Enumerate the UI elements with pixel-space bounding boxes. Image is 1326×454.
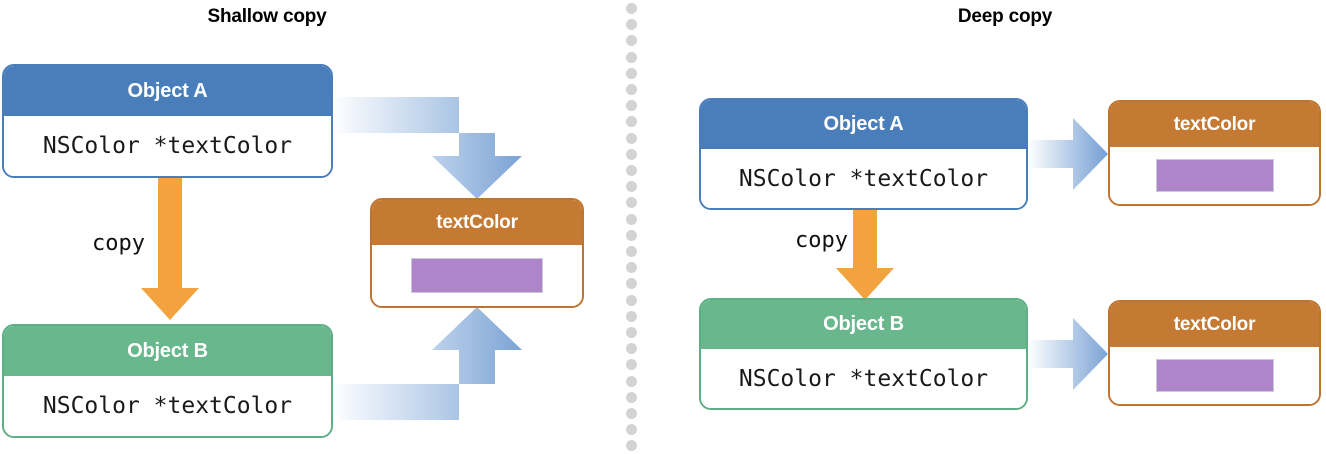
divider-dot — [626, 52, 637, 63]
shallow-object-b-title: Object B — [4, 326, 331, 376]
divider-dot — [626, 424, 637, 435]
deep-color-swatch-b — [1155, 359, 1274, 392]
dotted-divider-icon — [626, 0, 637, 454]
deep-color-swatch-a — [1155, 159, 1274, 192]
panel-title-shallow-copy: Shallow copy — [207, 6, 327, 27]
divider-dot — [626, 246, 637, 257]
divider-dot — [626, 214, 637, 225]
divider-dot — [626, 262, 637, 273]
divider-dot — [626, 359, 637, 370]
divider-dot — [626, 19, 637, 30]
deep-object-a-body: NSColor *textColor — [701, 149, 1026, 208]
divider-dot — [626, 327, 637, 338]
deep-object-b-field: NSColor *textColor — [738, 365, 989, 392]
deep-textcolor-b-title: textColor — [1110, 302, 1319, 347]
deep-object-a-title: Object A — [701, 100, 1026, 149]
divider-dot — [626, 133, 637, 144]
deep-textcolor-a-card[interactable]: textColor — [1108, 100, 1321, 206]
divider-dot — [626, 149, 637, 160]
deep-object-b-card[interactable]: Object B NSColor *textColor — [699, 298, 1028, 410]
deep-textcolor-b-card[interactable]: textColor — [1108, 300, 1321, 406]
divider-dot — [626, 343, 637, 354]
elbow-arrow-down-icon — [333, 97, 522, 199]
shallow-textcolor-body — [372, 245, 582, 306]
divider-dot — [626, 116, 637, 127]
divider-dot — [626, 295, 637, 306]
divider-dot — [626, 165, 637, 176]
shallow-object-a-field: NSColor *textColor — [42, 133, 293, 159]
deep-object-b-body: NSColor *textColor — [701, 349, 1026, 408]
divider-dot — [626, 181, 637, 192]
divider-dot — [626, 392, 637, 403]
divider-dot — [626, 100, 637, 111]
deep-object-b-title: Object B — [701, 300, 1026, 349]
copy-label-deep: copy — [795, 228, 848, 253]
divider-dot — [626, 35, 637, 46]
divider-dot — [626, 278, 637, 289]
elbow-arrow-up-icon — [333, 307, 522, 420]
arrow-right-icon-a — [1028, 118, 1108, 190]
shallow-object-b-body: NSColor *textColor — [4, 376, 331, 436]
panel-title-deep-copy: Deep copy — [957, 6, 1053, 27]
shallow-object-a-title: Object A — [4, 66, 331, 116]
deep-textcolor-a-title: textColor — [1110, 102, 1319, 147]
shallow-object-a-body: NSColor *textColor — [4, 116, 331, 176]
divider-dot — [626, 440, 637, 451]
divider-dot — [626, 376, 637, 387]
shallow-textcolor-title: textColor — [372, 200, 582, 245]
divider-dot — [626, 408, 637, 419]
deep-object-a-card[interactable]: Object A NSColor *textColor — [699, 98, 1028, 210]
deep-textcolor-a-body — [1110, 147, 1319, 204]
deep-textcolor-b-body — [1110, 347, 1319, 404]
copy-label-shallow: copy — [92, 231, 145, 256]
divider-dot — [626, 3, 637, 14]
shallow-textcolor-card[interactable]: textColor — [370, 198, 584, 308]
divider-dot — [626, 197, 637, 208]
divider-dot — [626, 230, 637, 241]
divider-dot — [626, 311, 637, 322]
divider-dot — [626, 68, 637, 79]
divider-dot — [626, 84, 637, 95]
arrow-right-icon-b — [1028, 318, 1108, 390]
shallow-object-b-card[interactable]: Object B NSColor *textColor — [2, 324, 333, 438]
shallow-object-b-field: NSColor *textColor — [42, 393, 293, 419]
shallow-color-swatch — [411, 258, 543, 293]
arrow-down-icon-shallow — [141, 176, 199, 320]
shallow-object-a-card[interactable]: Object A NSColor *textColor — [2, 64, 333, 178]
deep-object-a-field: NSColor *textColor — [738, 165, 989, 192]
arrow-down-icon-deep — [836, 208, 894, 300]
